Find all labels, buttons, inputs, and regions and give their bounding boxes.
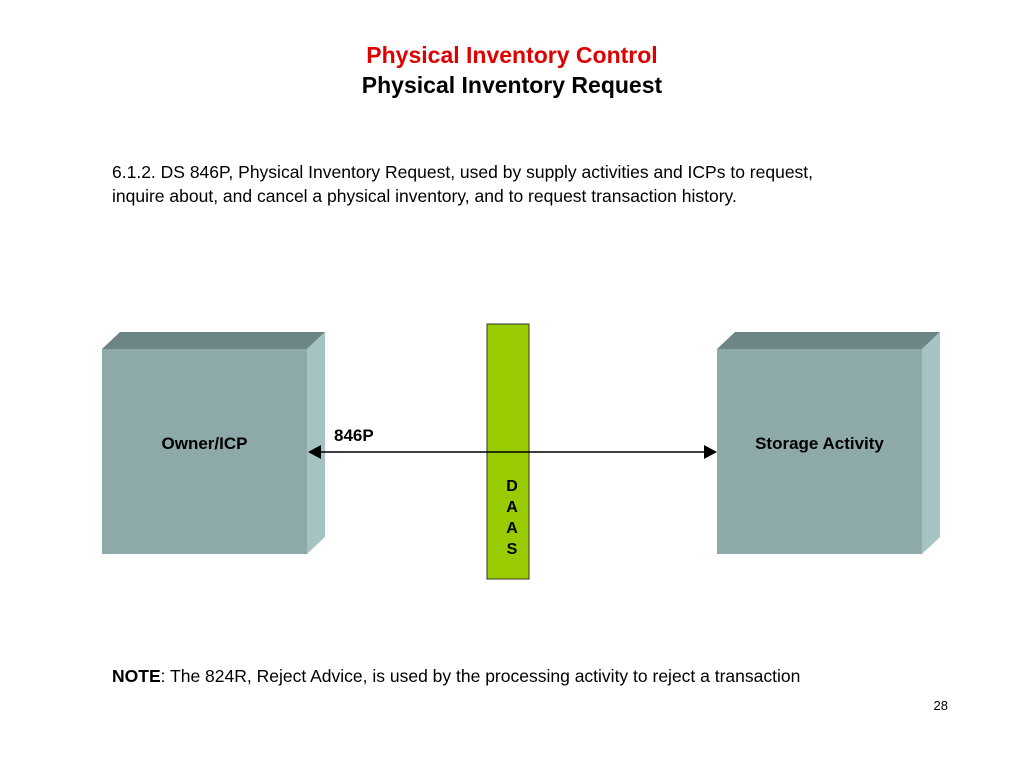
title-line-1: Physical Inventory Control (366, 42, 658, 68)
slide-title: Physical Inventory Control Physical Inve… (0, 40, 1024, 100)
arrow-head-left-icon (308, 445, 321, 459)
storage-activity-label: Storage Activity (755, 434, 884, 453)
title-line-2: Physical Inventory Request (361, 72, 663, 98)
owner-icp-label: Owner/ICP (161, 434, 248, 453)
description-paragraph: 6.1.2. DS 846P, Physical Inventory Reque… (112, 160, 932, 208)
owner-icp-box (102, 332, 325, 554)
storage-activity-box-front (717, 349, 922, 554)
note-text: NOTE: The 824R, Reject Advice, is used b… (112, 664, 800, 688)
daas-letter: A (506, 520, 518, 537)
storage-activity-box-top (717, 332, 940, 349)
arrow-head-right-icon (704, 445, 717, 459)
storage-activity-box-side (922, 332, 940, 554)
note-prefix: NOTE (112, 666, 161, 686)
connector-label: 846P (334, 426, 374, 445)
description-line-2: inquire about, and cancel a physical inv… (112, 186, 737, 206)
daas-label: D A A S (487, 476, 537, 560)
owner-icp-box-top (102, 332, 325, 349)
note-body: : The 824R, Reject Advice, is used by th… (160, 666, 801, 686)
description-line-1: 6.1.2. DS 846P, Physical Inventory Reque… (112, 162, 814, 182)
owner-icp-box-side (307, 332, 325, 554)
page-number: 28 (933, 698, 948, 713)
double-arrow (308, 445, 717, 459)
daas-letter: D (506, 478, 518, 495)
owner-icp-box-front (102, 349, 307, 554)
daas-letter: S (506, 541, 518, 558)
storage-activity-box (717, 332, 940, 554)
daas-letter: A (506, 499, 518, 516)
